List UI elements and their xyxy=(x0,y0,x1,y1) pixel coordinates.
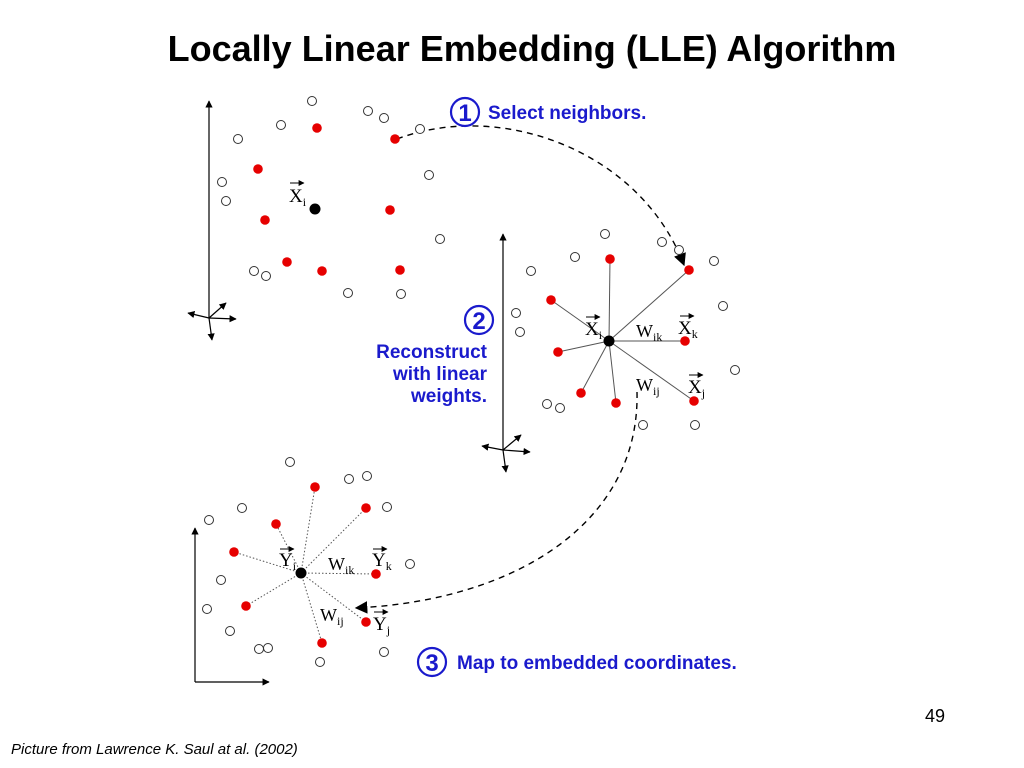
label-yj-embedded: Yj xyxy=(373,609,390,637)
step-2-number: 2 xyxy=(472,308,485,335)
step-3-number: 3 xyxy=(425,650,438,677)
svg-text:Xk: Xk xyxy=(678,318,698,341)
step-1-label: Select neighbors. xyxy=(488,103,646,124)
svg-text:Yk: Yk xyxy=(372,550,392,573)
weight-lines-input xyxy=(550,258,695,404)
step-2-badge xyxy=(463,304,495,336)
center-points xyxy=(295,203,615,579)
svg-text:Xi: Xi xyxy=(585,319,603,342)
step-2-label-line-2: with linear xyxy=(392,364,488,385)
label-wij-weights: Wij xyxy=(636,375,660,398)
axes-embedded-space xyxy=(191,527,270,686)
svg-text:Yj: Yj xyxy=(373,614,390,637)
neighbor-points xyxy=(229,123,699,648)
axes-weights-space xyxy=(481,233,531,473)
step-1-badge xyxy=(449,96,481,128)
label-xk-weights: Xk xyxy=(678,313,698,341)
step-3: 3 Map to embedded coordinates. xyxy=(416,646,737,678)
label-wik-embedded: Wik xyxy=(328,554,354,577)
math-labels: Xi Xi Wik Xk Wij Xj Yi Wik Yk Wij Yj xyxy=(279,180,705,637)
other-points xyxy=(202,96,740,667)
arc-map-embedding xyxy=(354,391,638,614)
label-wij-embedded: Wij xyxy=(320,605,344,628)
step-3-label: Map to embedded coordinates. xyxy=(457,653,737,674)
svg-text:Xj: Xj xyxy=(688,377,705,400)
label-wik-weights: Wik xyxy=(636,321,662,344)
weight-lines-embedded xyxy=(233,486,377,644)
step-1-number: 1 xyxy=(458,100,471,127)
axes-input-space xyxy=(187,100,237,341)
step-1: 1 Select neighbors. xyxy=(449,96,646,128)
step-2-label-line-1: Reconstruct xyxy=(376,342,488,363)
label-xj-weights: Xj xyxy=(688,372,705,400)
arc-select-neighbors xyxy=(396,125,686,267)
page-number: 49 xyxy=(925,706,946,726)
svg-text:Yi: Yi xyxy=(279,550,297,573)
label-xi-weights: Xi xyxy=(585,314,603,342)
label-yk-embedded: Yk xyxy=(372,546,392,573)
step-2-label-line-3: weights. xyxy=(410,386,487,407)
label-xi-input: Xi xyxy=(289,180,307,209)
label-yi-embedded: Yi xyxy=(279,546,297,573)
svg-text:Xi: Xi xyxy=(289,186,307,209)
step-2: 2 Reconstruct with linear weights. xyxy=(376,304,495,407)
step-3-badge xyxy=(416,646,448,678)
image-credit: Picture from Lawrence K. Saul at al. (20… xyxy=(11,741,298,758)
slide-title: Locally Linear Embedding (LLE) Algorithm xyxy=(167,28,897,69)
